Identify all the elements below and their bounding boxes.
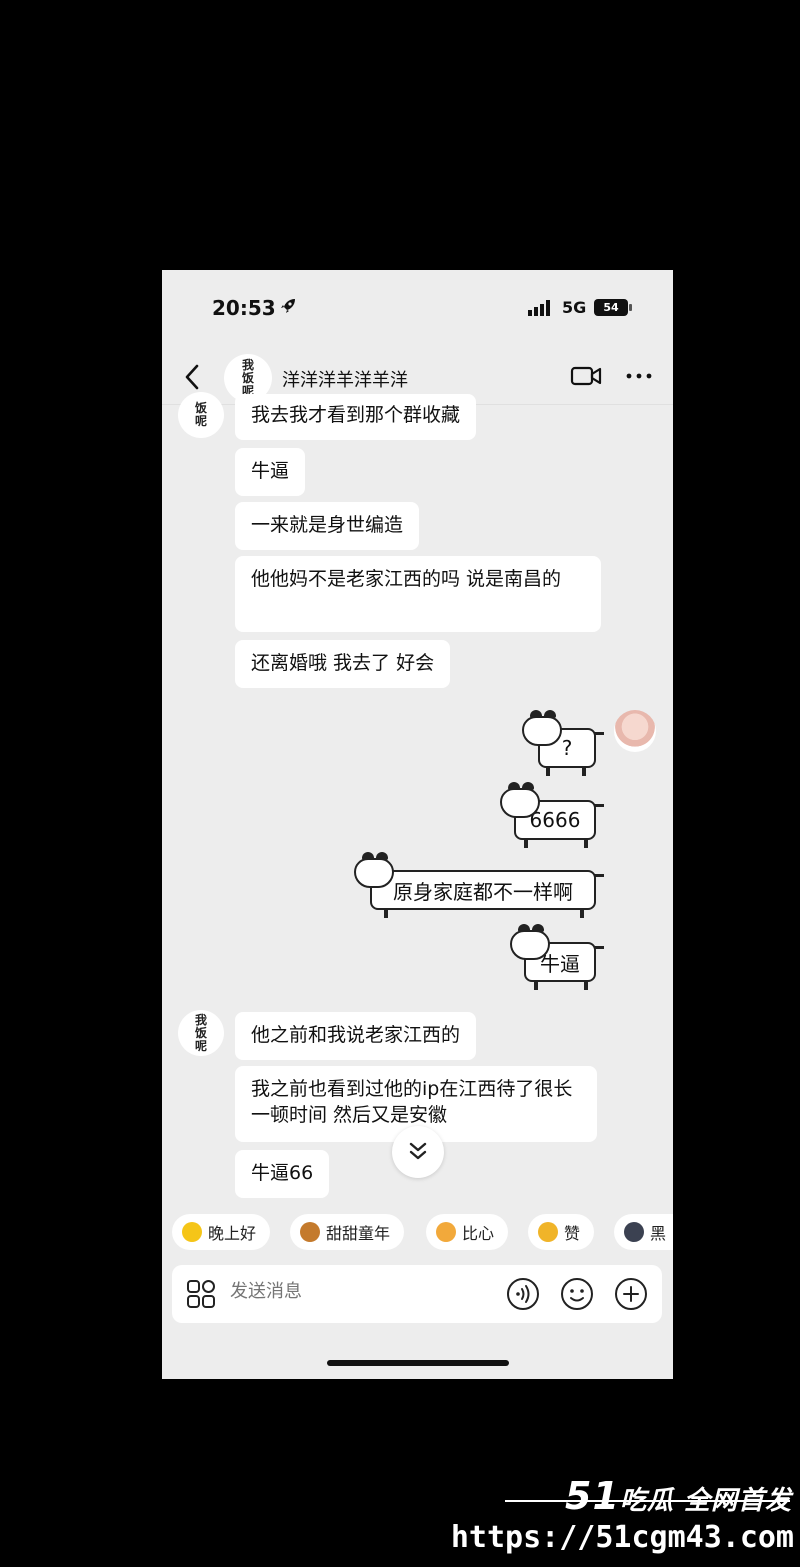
chat-title[interactable]: 洋洋洋羊洋羊洋 — [282, 370, 408, 391]
message-bubble[interactable]: 牛逼 — [235, 448, 306, 496]
cow-sticker[interactable]: 原身家庭都不一样啊 — [354, 852, 604, 918]
message-bubble[interactable]: 牛逼66 — [235, 1150, 330, 1198]
star-face-icon — [182, 1222, 202, 1242]
watermark-url: https://51cgm43.com — [450, 1520, 794, 1555]
watermark-divider — [505, 1500, 790, 1502]
cow-sticker[interactable]: 牛逼 — [510, 924, 604, 990]
rocket-icon — [281, 299, 295, 313]
my-avatar[interactable] — [614, 710, 656, 752]
video-call-icon[interactable] — [570, 364, 602, 388]
message-input-bar — [172, 1265, 662, 1323]
watermark-brand: 51吃瓜 全网首发 — [565, 1474, 792, 1518]
message-bubble[interactable]: 还离婚哦 我去了 好会 — [235, 640, 451, 688]
plus-icon[interactable] — [614, 1277, 648, 1311]
message-input[interactable] — [230, 1281, 490, 1302]
apps-grid-icon[interactable] — [186, 1279, 216, 1309]
heart-hand-icon — [436, 1222, 456, 1242]
message-bubble[interactable]: 一来就是身世编造 — [235, 502, 420, 550]
network-type: 5G — [562, 298, 587, 317]
quick-reply-chip[interactable]: 赞 — [528, 1214, 595, 1250]
emoji-icon[interactable] — [560, 1277, 594, 1311]
message-bubble[interactable]: 他他妈不是老家江西的吗 说是南昌的 — [235, 556, 601, 632]
battery-tip — [629, 304, 632, 311]
home-indicator[interactable] — [327, 1360, 509, 1366]
scroll-to-bottom-button[interactable] — [392, 1126, 444, 1178]
bear-icon — [300, 1222, 320, 1242]
thumbs-up-icon — [538, 1222, 558, 1242]
more-options-icon[interactable] — [624, 364, 654, 388]
signal-icon — [528, 300, 550, 316]
battery-icon: 54 — [594, 299, 628, 316]
phone-screen: 20:53 5G 54 我 饭 呢 洋洋洋羊洋羊洋 — [162, 270, 673, 1379]
voice-icon[interactable] — [506, 1277, 540, 1311]
quick-reply-chip[interactable]: 甜甜童年 — [290, 1214, 405, 1250]
sender-avatar[interactable]: 我 饭 呢 — [178, 1010, 224, 1056]
message-bubble[interactable]: 他之前和我说老家江西的 — [235, 1012, 477, 1060]
quick-reply-chip[interactable]: 比心 — [426, 1214, 509, 1250]
sender-avatar[interactable]: 饭 呢 — [178, 392, 224, 438]
double-chevron-down-icon — [409, 1142, 427, 1160]
message-bubble[interactable]: 我去我才看到那个群收藏 — [235, 394, 477, 440]
back-arrow-icon[interactable] — [180, 362, 206, 392]
cow-sticker[interactable]: ? — [522, 710, 604, 776]
dark-face-icon — [624, 1222, 644, 1242]
status-time: 20:53 — [212, 296, 276, 320]
cow-sticker[interactable]: 6666 — [500, 782, 604, 848]
quick-reply-chip[interactable]: 晚上好 — [172, 1214, 271, 1250]
quick-reply-chip[interactable]: 黑 — [614, 1214, 673, 1250]
status-bar: 20:53 5G 54 — [162, 270, 673, 350]
